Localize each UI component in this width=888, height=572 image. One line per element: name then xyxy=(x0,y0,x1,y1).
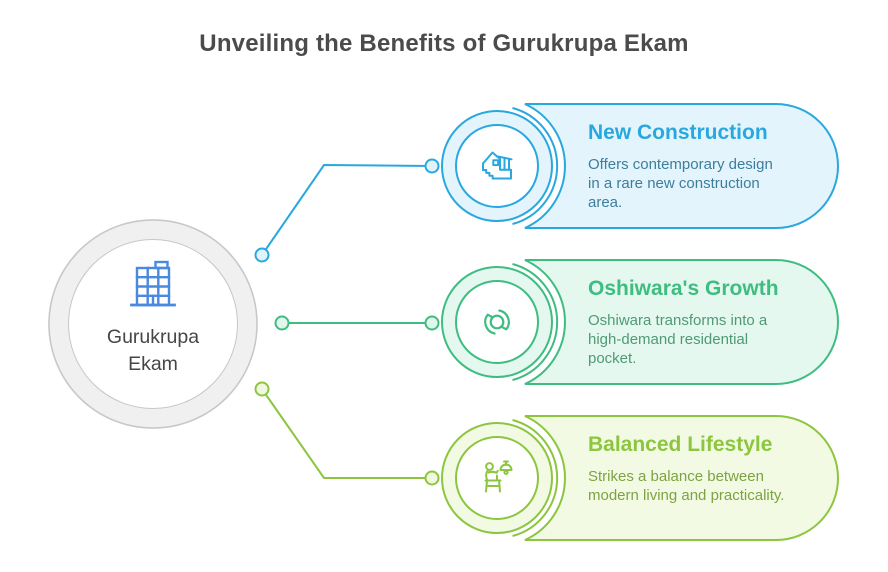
card-description: Strikes a balance between modern living … xyxy=(588,468,785,505)
central-hub: Gurukrupa Ekam xyxy=(48,219,258,429)
card-description: Offers contemporary design in a rare new… xyxy=(588,156,773,212)
badge-inner-circle xyxy=(455,280,539,364)
card-body xyxy=(524,259,839,385)
hub-rings xyxy=(48,219,258,429)
connector-node xyxy=(424,315,440,331)
connector-node xyxy=(424,470,440,486)
connector-oshiwaras-growth xyxy=(274,315,440,331)
house-under-construction-icon xyxy=(482,151,513,180)
echo-arc xyxy=(512,107,559,225)
benefit-card-balanced-lifestyle: Balanced Lifestyle Strikes a balance bet… xyxy=(435,412,845,547)
card-body xyxy=(524,103,839,229)
hub-label: Gurukrupa Ekam xyxy=(106,325,200,375)
connector-new-construction xyxy=(254,158,440,263)
page-title: Unveiling the Benefits of Gurukrupa Ekam xyxy=(199,30,689,57)
connector-node xyxy=(424,158,440,174)
connector-node xyxy=(274,315,290,331)
cycle-transformation-icon xyxy=(484,309,510,335)
connector-node xyxy=(254,381,270,397)
hub-inner-circle: Gurukrupa Ekam xyxy=(68,239,238,409)
benefit-card-new-construction: New Construction Offers contemporary des… xyxy=(435,100,845,235)
card-description: Oshiwara transforms into a high-demand r… xyxy=(588,312,768,368)
person-at-home-icon xyxy=(484,460,513,493)
connector-node xyxy=(254,247,270,263)
card-shape xyxy=(441,415,839,541)
card-shape xyxy=(441,259,839,385)
card-title: Balanced Lifestyle xyxy=(588,433,773,456)
connector-balanced-lifestyle xyxy=(254,381,440,486)
card-shape xyxy=(441,103,839,229)
card-title: Oshiwara's Growth xyxy=(588,277,779,300)
echo-arc xyxy=(512,419,559,537)
card-body xyxy=(524,415,839,541)
echo-arc xyxy=(512,263,559,381)
card-title: New Construction xyxy=(588,121,768,144)
office-building-icon xyxy=(130,260,176,307)
benefit-card-oshiwaras-growth: Oshiwara's Growth Oshiwara transforms in… xyxy=(435,256,845,391)
